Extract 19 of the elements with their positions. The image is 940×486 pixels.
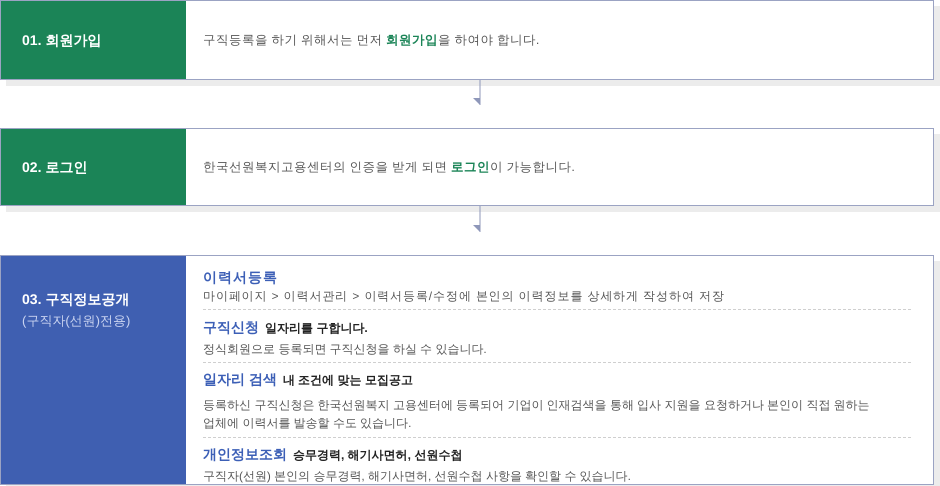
step-subtitle: (구직자(선원)전용) [22, 312, 130, 330]
section-subtitle: 내 조건에 맞는 모집공고 [282, 373, 413, 387]
section-description: 정식회원으로 등록되면 구직신청을 하실 수 있습니다. [203, 341, 488, 358]
arrow [473, 80, 480, 106]
section-title: 구직신청 [203, 319, 259, 335]
section-subtitle: 일자리를 구합니다. [265, 321, 368, 335]
step-title: 01. 회원가입 [22, 31, 102, 50]
section-subtitle: 승무경력, 해기사면허, 선원수첩 [293, 448, 462, 462]
step-title: 03. 구직정보공개 [22, 290, 130, 309]
section-title: 이력서등록 [203, 269, 278, 285]
step-description: 한국선원복지고용센터의 인증을 받게 되면 로그인이 가능합니다. [203, 159, 575, 176]
step-description: 구직등록을 하기 위해서는 먼저 회원가입을 하여야 합니다. [203, 32, 540, 49]
section-description: 등록하신 구직신청은 한국선원복지 고용센터에 등록되어 기업이 인재검색을 통해 입사 지원을 요청하거나 본인이 직접 원하는 업체에 이력서를 발송할 수도 있습니다. [203, 397, 871, 432]
section-description: 마이페이지 > 이력서관리 > 이력서등록/수정에 본인의 이력정보를 상세하게 작성하여 저장 [203, 288, 726, 305]
section-title: 일자리 검색 [203, 371, 277, 387]
step-title: 02. 로그인 [22, 158, 88, 177]
section-title: 개인정보조회 [203, 446, 287, 462]
section-description: 구직자(선원) 본인의 승무경력, 해기사면허, 선원수첩 사항을 확인할 수 있습니다. [203, 468, 632, 485]
arrow [473, 206, 480, 232]
